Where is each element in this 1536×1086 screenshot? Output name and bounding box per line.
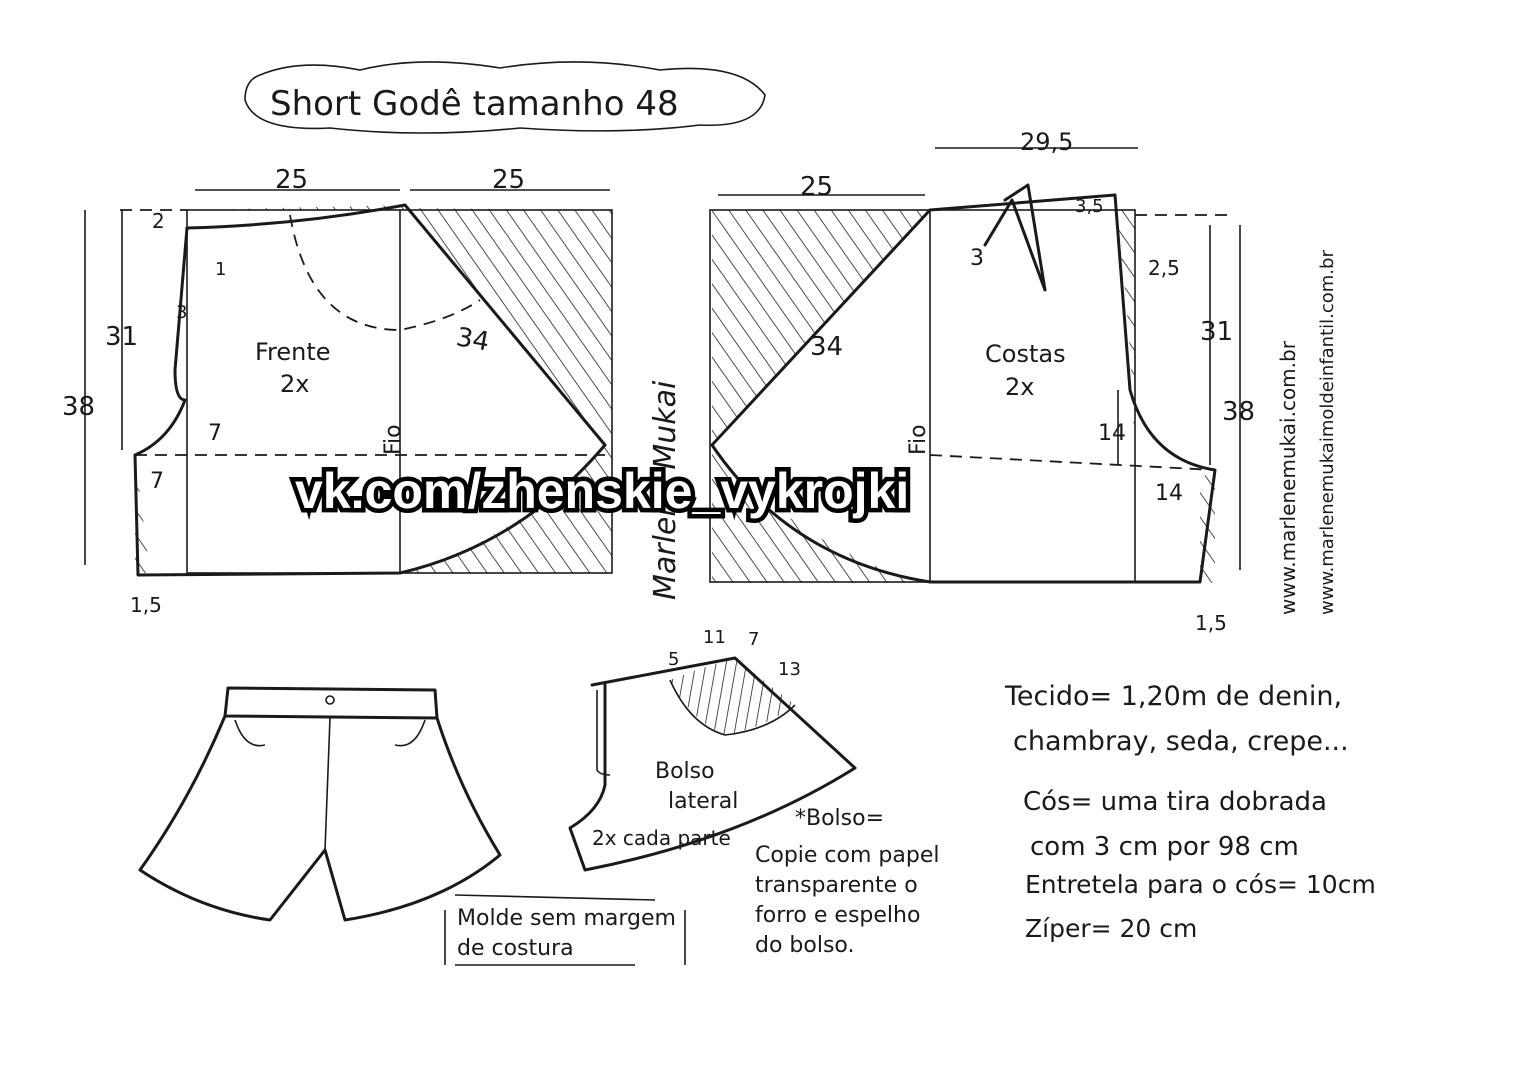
front-width-left: 25 bbox=[275, 165, 308, 195]
pocket-measure-7: 7 bbox=[748, 629, 759, 650]
pocket-measure-5: 5 bbox=[668, 649, 679, 670]
pocket-note-line-2: transparente o bbox=[755, 873, 918, 898]
materials-notes: Tecido= 1,20m de denin, chambray, seda, … bbox=[1004, 681, 1376, 943]
front-label: Frente bbox=[255, 338, 331, 366]
signature: Marlene Mukai bbox=[648, 380, 683, 600]
back-width-left: 25 bbox=[800, 172, 833, 202]
back-diagonal: 34 bbox=[810, 332, 843, 362]
front-dart: 1 bbox=[215, 259, 226, 280]
back-piece: 29,5 25 34 3,5 3 2,5 31 38 14 14 1,5 Cos… bbox=[709, 128, 1255, 635]
back-crotch-depth: 14 bbox=[1098, 421, 1126, 446]
note-line-1: Tecido= 1,20m de denin, bbox=[1004, 681, 1342, 712]
title-cloud: Short Godê tamanho 48 bbox=[244, 61, 766, 134]
back-dart: 3 bbox=[970, 246, 984, 271]
front-grain: Fio bbox=[381, 424, 406, 455]
note-line-6: Zíper= 20 cm bbox=[1025, 914, 1197, 943]
pattern-note-line-1: Molde sem margem bbox=[457, 906, 676, 931]
url-2: www.marlenemukaimoldeinfantil.com.br bbox=[1317, 250, 1338, 615]
front-crotch-ext: 7 bbox=[150, 469, 164, 494]
note-line-5: Entretela para o cós= 10cm bbox=[1025, 870, 1376, 899]
front-waist-drop: 2 bbox=[152, 209, 165, 233]
back-height-total: 38 bbox=[1222, 397, 1255, 427]
pocket-measure-13: 13 bbox=[778, 659, 801, 680]
watermark: vk.com/zhenskie_vykrojki bbox=[295, 463, 909, 519]
front-height-crotch: 31 bbox=[105, 322, 138, 352]
front-side-curve: 3 bbox=[176, 302, 187, 323]
back-rise: 3,5 bbox=[1075, 196, 1104, 217]
pattern-note-line-2: de costura bbox=[457, 936, 574, 961]
front-piece: 25 25 34 38 31 2 1 3 7 7 1,5 Frente 2x F… bbox=[62, 165, 613, 617]
back-hem: 1,5 bbox=[1195, 611, 1227, 635]
front-width-right: 25 bbox=[492, 165, 525, 195]
title: Short Godê tamanho 48 bbox=[270, 84, 679, 124]
pattern-note: Molde sem margem de costura bbox=[444, 894, 686, 966]
pocket-note-heading: *Bolso= bbox=[795, 806, 884, 831]
pocket-label-1: Bolso bbox=[655, 759, 715, 784]
pocket-label-3: 2x cada parte bbox=[592, 826, 731, 850]
back-grain: Fio bbox=[906, 424, 931, 455]
note-line-2: chambray, seda, crepe... bbox=[1013, 726, 1349, 757]
front-height-total: 38 bbox=[62, 392, 95, 422]
back-crotch-ext: 14 bbox=[1155, 481, 1183, 506]
back-label: Costas bbox=[985, 340, 1066, 368]
front-hem: 1,5 bbox=[130, 593, 162, 617]
shorts-illustration bbox=[138, 686, 502, 922]
note-line-4: com 3 cm por 98 cm bbox=[1030, 832, 1299, 862]
pocket-note-line-4: do bolso. bbox=[755, 933, 854, 958]
pocket-note-line-3: forro e espelho bbox=[755, 903, 920, 928]
back-width-right: 29,5 bbox=[1020, 128, 1073, 156]
note-line-3: Cós= uma tira dobrada bbox=[1023, 787, 1327, 817]
front-crotch-depth: 7 bbox=[208, 421, 222, 446]
url-1: www.marlenemukai.com.br bbox=[1276, 340, 1300, 615]
pocket-piece: 5 11 7 13 Bolso lateral 2x cada parte bbox=[568, 627, 857, 872]
pocket-label-2: lateral bbox=[668, 789, 738, 814]
pocket-note: *Bolso= Copie com papel transparente o f… bbox=[755, 806, 939, 958]
pocket-note-line-1: Copie com papel bbox=[755, 843, 939, 868]
front-count: 2x bbox=[280, 370, 309, 398]
back-count: 2x bbox=[1005, 373, 1034, 401]
front-diagonal: 34 bbox=[454, 322, 492, 357]
back-side: 2,5 bbox=[1148, 256, 1180, 280]
pocket-measure-11: 11 bbox=[703, 627, 726, 648]
back-height-crotch: 31 bbox=[1200, 317, 1233, 347]
